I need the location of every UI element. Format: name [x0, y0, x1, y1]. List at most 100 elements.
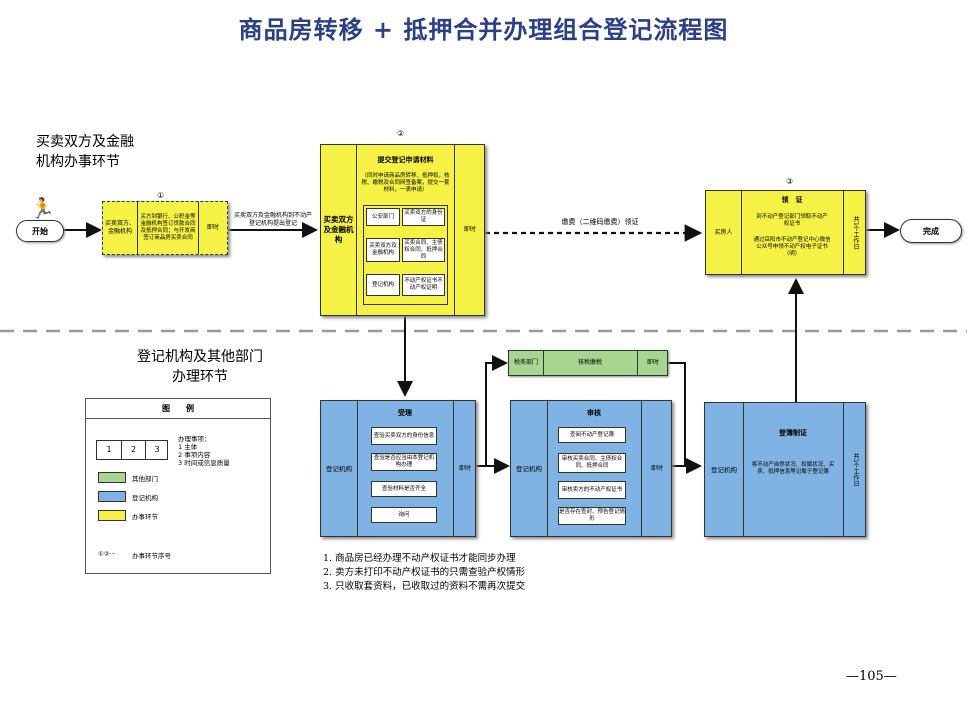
register-content: 将不动产自然状况、权属状况、买卖、抵押信息等记载于登记簿 [751, 461, 835, 476]
tax-content: 核税缴税 [577, 359, 602, 366]
tax-time: 即时 [646, 359, 659, 366]
material-left: 买卖双方及金融机构 [366, 238, 400, 262]
divider [637, 351, 638, 375]
step1-actor: 买卖双方、金融机构 [104, 220, 135, 235]
page-number: —105— [846, 669, 897, 684]
step2-number: ② [397, 129, 405, 138]
review-heading: 审核 [587, 409, 601, 417]
section-line: 登记机构及其他部门 [137, 349, 263, 365]
divider [357, 401, 358, 536]
divider [543, 351, 544, 375]
step1-content: 买方到银行、公积金等金融机构签订贷款合同及抵押合同；与开发商签订商品房买卖合同 [140, 214, 196, 241]
legend-matters: 办理事项： 1 主体 2 事项内容 3 时间或信息质量 [178, 435, 230, 467]
divider [743, 403, 744, 536]
material-right: 不动产权证书不动产权证明 [402, 274, 445, 296]
legend-swatch-green [98, 472, 126, 483]
legend-item-label: 登记机构 [132, 494, 158, 502]
material-right: 买卖双方的身份证 [402, 208, 445, 226]
arrow1-label: 买卖双方及金融机构到不动产登记机构提出登记 [233, 212, 312, 227]
legend-matters-title: 办理事项： [178, 435, 211, 443]
review-item: 是否存在查封、预告登记情形 [558, 507, 626, 525]
section-label-applicants: 买卖双方及金融 机构办事环节 [36, 132, 186, 172]
arrow-accept-tax [485, 355, 508, 466]
material-left: 登记机构 [366, 274, 400, 296]
legend-matter: 2 事项内容 [178, 451, 211, 459]
divider [356, 145, 357, 315]
step1-box: 买卖双方、金融机构 买方到银行、公积金等金融机构签订贷款合同及抵押合同；与开发商… [102, 201, 228, 255]
end-node: 完成 [900, 219, 962, 243]
runner-icon: 🏃 [30, 196, 55, 220]
register-time: 共1个工作日 [852, 452, 859, 487]
legend-item-label: 其他部门 [132, 475, 158, 483]
accept-item: 询问 [371, 507, 437, 523]
legend-item-label: 办事环节 [132, 513, 158, 521]
step2-time: 即时 [463, 226, 476, 233]
legend-num: 2 [130, 445, 137, 454]
step2-actor: 买卖双方及金融机构 [323, 215, 354, 244]
accept-heading: 受理 [398, 409, 412, 417]
step3-number: ③ [786, 177, 794, 186]
legend-seq-symbol: ①②··· [98, 550, 116, 558]
divider [453, 401, 454, 536]
divider [547, 401, 548, 536]
divider [843, 403, 844, 536]
section-line: 办理环节 [172, 369, 228, 385]
legend-number-box: 1 2 3 [96, 440, 168, 460]
legend-matter: 3 时间或信息质量 [178, 459, 230, 467]
step1-number: ① [157, 191, 165, 200]
step2-description: （同时申请商品房转移、抵押权，核税、缴税及合同网签备案，提交一套材料，一表申请） [361, 172, 450, 193]
review-item: 查阅不动产登记簿 [558, 427, 626, 443]
section-label-registry: 登记机构及其他部门 办理环节 [120, 347, 280, 387]
review-item: 审核卖方的不动产权证书 [558, 481, 626, 499]
legend-num: 1 [106, 445, 112, 454]
divider [741, 191, 742, 274]
legend-swatch-blue [98, 491, 126, 502]
accept-box: 登记机构 受理 查验买卖双方的身份信息 查验是否应当由本登记机构办理 查验材料是… [320, 400, 476, 537]
step3-content2: 通过岳阳市不动产登记中心微信公众号申领不动产权电子证书（明） [753, 236, 831, 257]
step2-heading: 提交登记申请材料 [377, 156, 434, 164]
step1-time: 即时 [206, 224, 219, 231]
note-line: 2. 卖方未打印不动产权证书的只需查验产权情形 [323, 567, 526, 578]
divider [641, 401, 642, 536]
step3-heading: 领 证 [781, 196, 803, 204]
legend-seq-label: 办事环节序号 [132, 552, 171, 560]
register-box: 登记机构 登簿制证 将不动产自然状况、权属状况、买卖、抵押信息等记载于登记簿 共… [704, 402, 866, 537]
divider [454, 145, 455, 315]
divider [198, 202, 199, 254]
line-tax-merge [668, 362, 686, 466]
accept-time: 即时 [458, 464, 471, 472]
arrow2-label: 缴费（二维码缴费）领证 [561, 218, 639, 226]
divider [843, 191, 844, 274]
tax-actor: 税务部门 [513, 359, 538, 366]
legend-title: 图 例 [86, 399, 270, 419]
accept-item: 查验材料是否齐全 [371, 481, 437, 497]
accept-actor: 登记机构 [326, 464, 352, 473]
notes: 1. 商品房已经办理不动产权证书才能同步办理 2. 卖方未打印不动产权证书的只需… [323, 552, 653, 594]
section-line: 机构办事环节 [36, 154, 120, 170]
step2-box: 买卖双方及金融机构 提交登记申请材料 （同时申请商品房转移、抵押权，核税、缴税及… [320, 144, 485, 316]
start-node: 开始 [16, 220, 64, 242]
divider [137, 202, 138, 254]
material-left: 公安部门 [366, 208, 400, 226]
accept-item: 查验是否应当由本登记机构办理 [371, 453, 437, 471]
register-heading: 登簿制证 [779, 429, 807, 437]
review-time: 即时 [650, 464, 663, 472]
accept-item: 查验买卖双方的身份信息 [371, 427, 437, 445]
legend-num: 3 [154, 445, 160, 454]
step2-materials: 公安部门 买卖双方的身份证 买卖双方及金融机构 买卖合同、主债权合同、抵押合同 … [363, 205, 448, 305]
section-line: 买卖双方及金融 [36, 134, 134, 150]
note-line: 3. 只收取套资料，已收取过的资料不需再次提交 [323, 581, 526, 592]
step3-box: 买房人 领 证 到不动产登记部门领取不动产权证书 通过岳阳市不动产登记中心微信公… [705, 190, 866, 275]
step3-time: 共1个工作日 [852, 215, 859, 250]
legend-swatch-yellow [98, 510, 126, 521]
note-line: 1. 商品房已经办理不动产权证书才能同步办理 [323, 553, 516, 564]
step3-actor: 买房人 [714, 228, 733, 236]
divider [121, 441, 122, 459]
step3-content1: 到不动产登记部门领取不动产权证书 [756, 214, 828, 227]
review-actor: 登记机构 [516, 464, 542, 473]
legend: 图 例 1 2 3 办理事项： 1 主体 2 事项内容 3 时间或信息质量 其他… [85, 398, 271, 574]
divider [145, 441, 146, 459]
register-actor: 登记机构 [711, 465, 737, 474]
review-item: 审核买卖合同、主债权合同、抵押合同 [558, 453, 626, 473]
